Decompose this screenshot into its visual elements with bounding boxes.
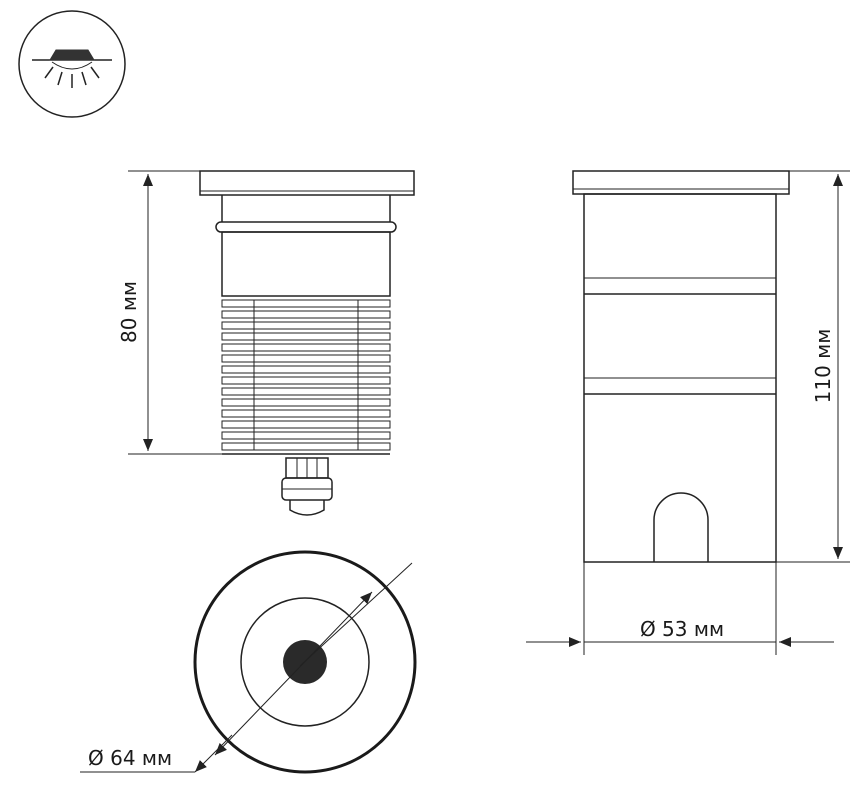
side-view-left	[128, 170, 415, 516]
diameter-body-label: Ø 53 мм	[640, 617, 724, 641]
diameter-dimension-line	[214, 591, 373, 756]
height-side-label: 80 мм	[117, 281, 141, 343]
diameter-flange-label: Ø 64 мм	[88, 746, 172, 770]
cable-cutout	[653, 492, 709, 562]
cable-gland	[281, 457, 333, 516]
top-view	[80, 550, 417, 774]
height-total-label: 110 мм	[811, 329, 835, 404]
side-view-right	[526, 170, 850, 655]
recessed-downlight-icon	[18, 10, 126, 118]
heatsink-fins	[221, 299, 391, 451]
